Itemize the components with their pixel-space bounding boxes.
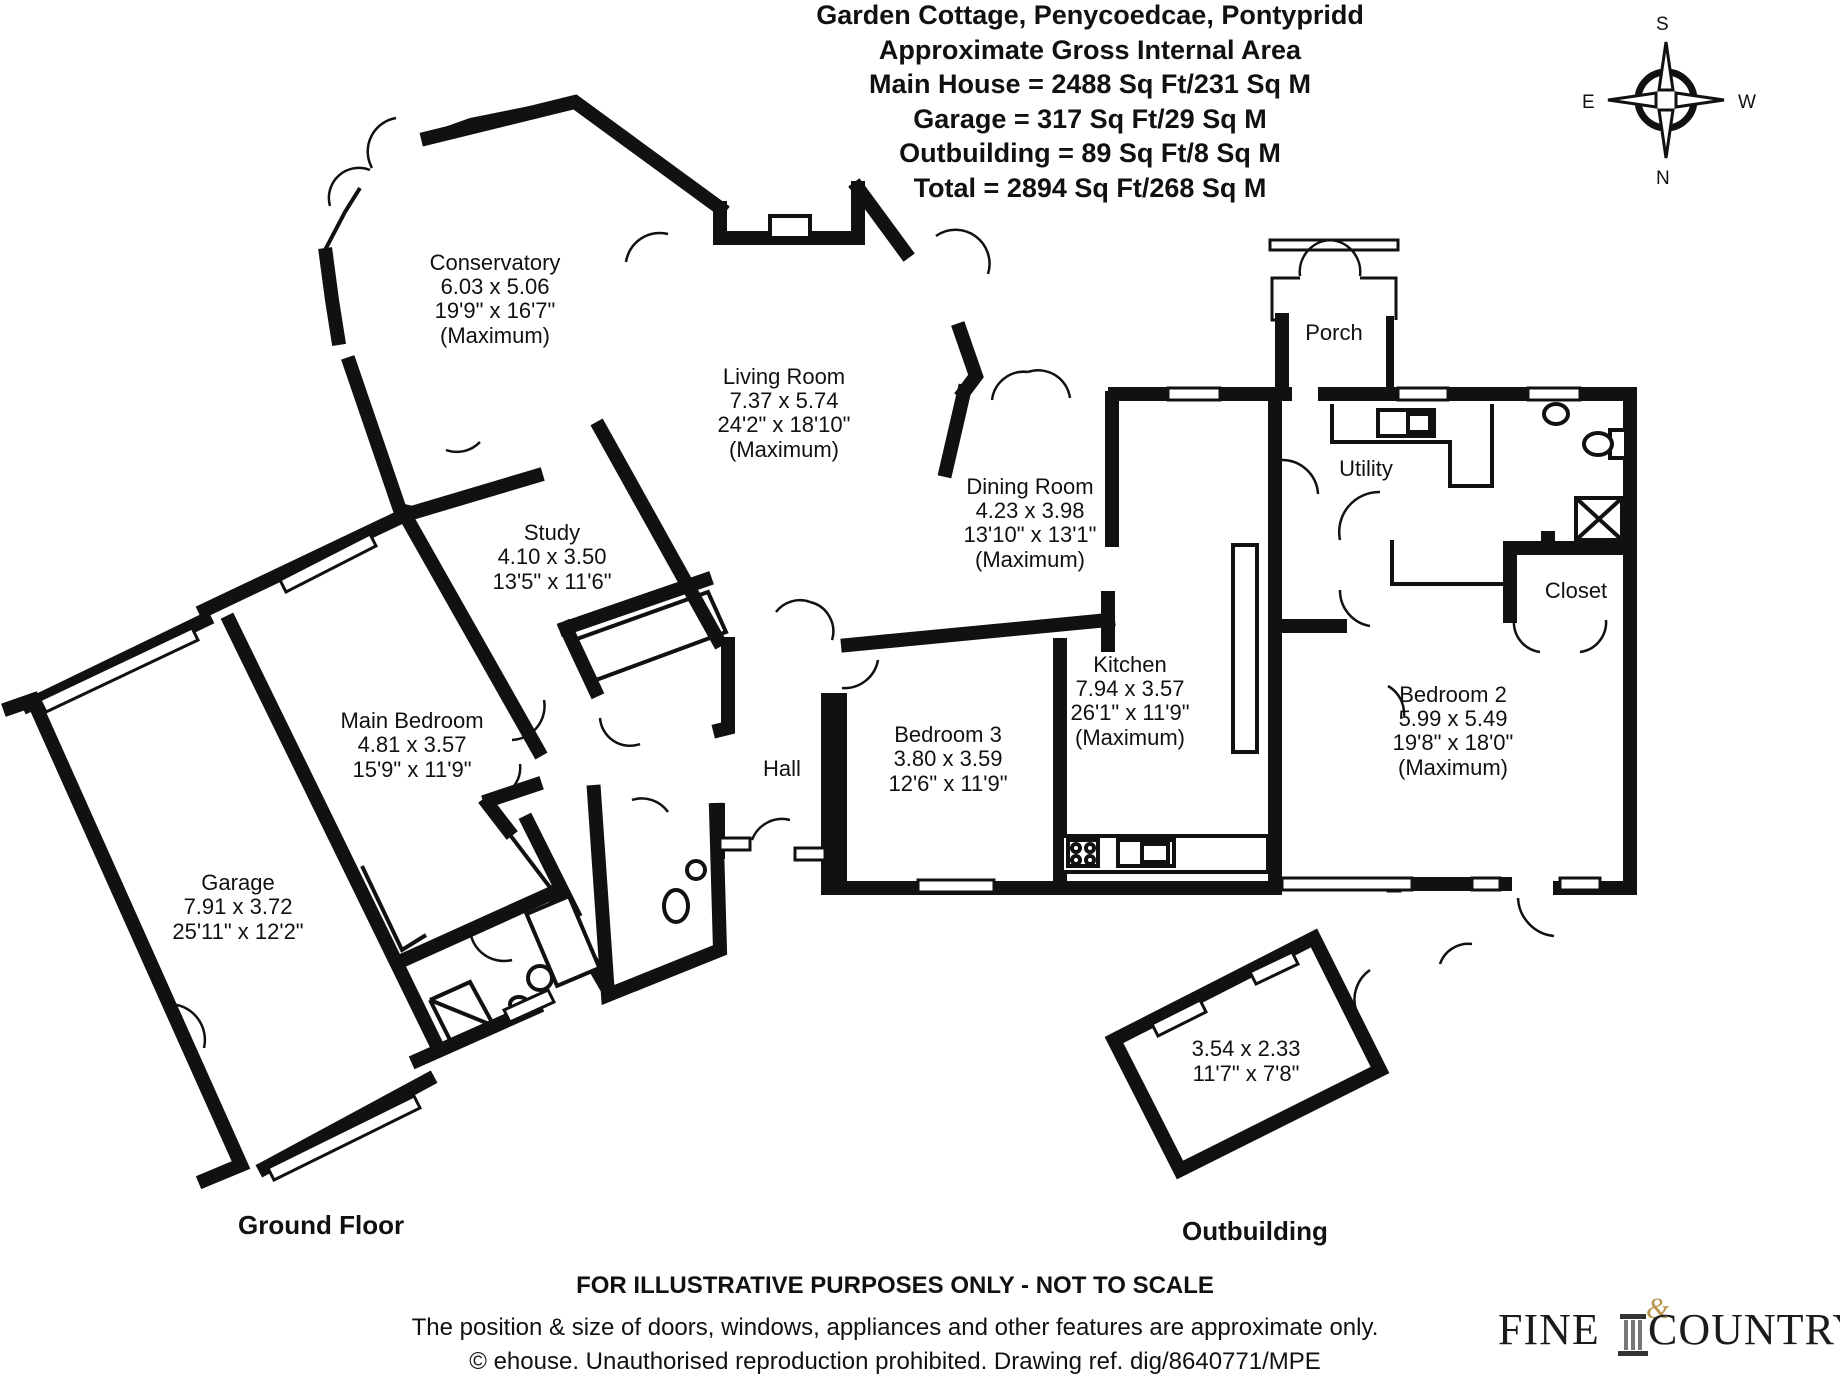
conservatory-note: (Maximum) — [440, 323, 550, 348]
utility-name: Utility — [1339, 456, 1393, 481]
main-bedroom-imperial: 15'9" x 11'9" — [352, 757, 471, 782]
plan-title: Garden Cottage, Penycoedcae, Pontypridd — [816, 0, 1364, 30]
living-room-imperial: 24'2" x 18'10" — [718, 412, 851, 437]
conservatory-name: Conservatory — [430, 250, 561, 275]
dining-room-note: (Maximum) — [975, 547, 1085, 572]
footer-note: The position & size of doors, windows, a… — [411, 1314, 1379, 1341]
dining-room-metric: 4.23 x 3.98 — [976, 498, 1085, 523]
outbuilding-metric: 3.54 x 2.33 — [1192, 1036, 1301, 1061]
bedroom-3-name: Bedroom 3 — [894, 722, 1002, 747]
outbuilding-title: Outbuilding — [1182, 1216, 1328, 1246]
conservatory-imperial: 19'9" x 16'7" — [435, 298, 556, 323]
outbuilding-windows — [1149, 950, 1301, 1039]
compass-west: W — [1738, 92, 1756, 113]
bedroom-2-imperial: 19'8" x 18'0" — [1393, 730, 1514, 755]
plan-header: Garden Cottage, Penycoedcae, Pontypridd … — [690, 0, 1490, 205]
dining-room-imperial: 13'10" x 13'1" — [964, 522, 1097, 547]
porch-frame — [1270, 276, 1398, 322]
column-icon — [1618, 1314, 1648, 1356]
garage-metric: 7.91 x 3.72 — [184, 894, 293, 919]
living-room-note: (Maximum) — [729, 437, 839, 462]
walls — [1, 94, 1637, 1190]
dining-room-name: Dining Room — [966, 474, 1093, 499]
bedroom-3-metric: 3.80 x 3.59 — [894, 746, 1003, 771]
main-bedroom-name: Main Bedroom — [340, 708, 483, 733]
ground-floor-title: Ground Floor — [238, 1210, 405, 1240]
living-room-name: Living Room — [723, 364, 845, 389]
logo-ampersand: & — [1646, 1292, 1670, 1325]
conservatory-metric: 6.03 x 5.06 — [441, 274, 550, 299]
kitchen-note: (Maximum) — [1075, 725, 1185, 750]
area-main-house: Main House = 2488 Sq Ft/231 Sq M — [869, 69, 1311, 99]
logo-country: COUNTRY — [1648, 1305, 1840, 1354]
partitions — [322, 100, 1628, 1047]
kitchen-name: Kitchen — [1093, 652, 1166, 677]
area-garage: Garage = 317 Sq Ft/29 Sq M — [913, 103, 1267, 134]
bedroom-2-metric: 5.99 x 5.49 — [1399, 706, 1508, 731]
compass-north: N — [1656, 168, 1670, 189]
main-bedroom-metric: 4.81 x 3.57 — [358, 732, 467, 757]
logo-fine: FINE — [1498, 1305, 1600, 1354]
bedroom-2-name: Bedroom 2 — [1399, 682, 1507, 707]
area-total: Total = 2894 Sq Ft/268 Sq M — [913, 172, 1267, 203]
room-labels: Conservatory 6.03 x 5.06 19'9" x 16'7" (… — [172, 250, 1607, 1086]
outbuilding-walls — [1104, 928, 1390, 1180]
garage-name: Garage — [201, 870, 274, 895]
hall-name: Hall — [763, 756, 801, 781]
kitchen-metric: 7.94 x 3.57 — [1076, 676, 1185, 701]
plan-subtitle: Approximate Gross Internal Area — [878, 34, 1302, 65]
living-room-metric: 7.37 x 5.74 — [730, 388, 839, 413]
outbuilding-imperial: 11'7" x 7'8" — [1193, 1061, 1300, 1086]
doors — [167, 116, 1608, 1049]
garage-imperial: 25'11" x 12'2" — [172, 919, 303, 944]
compass-rose-icon — [1607, 41, 1725, 159]
fine-country-logo: FINE & COUNTRY — [1498, 1292, 1840, 1362]
study-imperial: 13'5" x 11'6" — [492, 569, 611, 594]
bedroom-3-imperial: 12'6" x 11'9" — [888, 771, 1007, 796]
study-metric: 4.10 x 3.50 — [498, 544, 607, 569]
kitchen-imperial: 26'1" x 11'9" — [1070, 700, 1189, 725]
study-name: Study — [524, 520, 580, 545]
porch-name: Porch — [1305, 320, 1362, 345]
footer-copyright: © ehouse. Unauthorised reproduction proh… — [469, 1348, 1321, 1375]
bedroom-2-note: (Maximum) — [1398, 755, 1508, 780]
disclaimer: FOR ILLUSTRATIVE PURPOSES ONLY - NOT TO … — [576, 1272, 1214, 1299]
area-outbuilding: Outbuilding = 89 Sq Ft/8 Sq M — [899, 138, 1281, 168]
windows — [37, 238, 1602, 1183]
compass-south: S — [1656, 14, 1669, 35]
closet-name: Closet — [1545, 578, 1607, 603]
compass-east: E — [1582, 92, 1595, 113]
